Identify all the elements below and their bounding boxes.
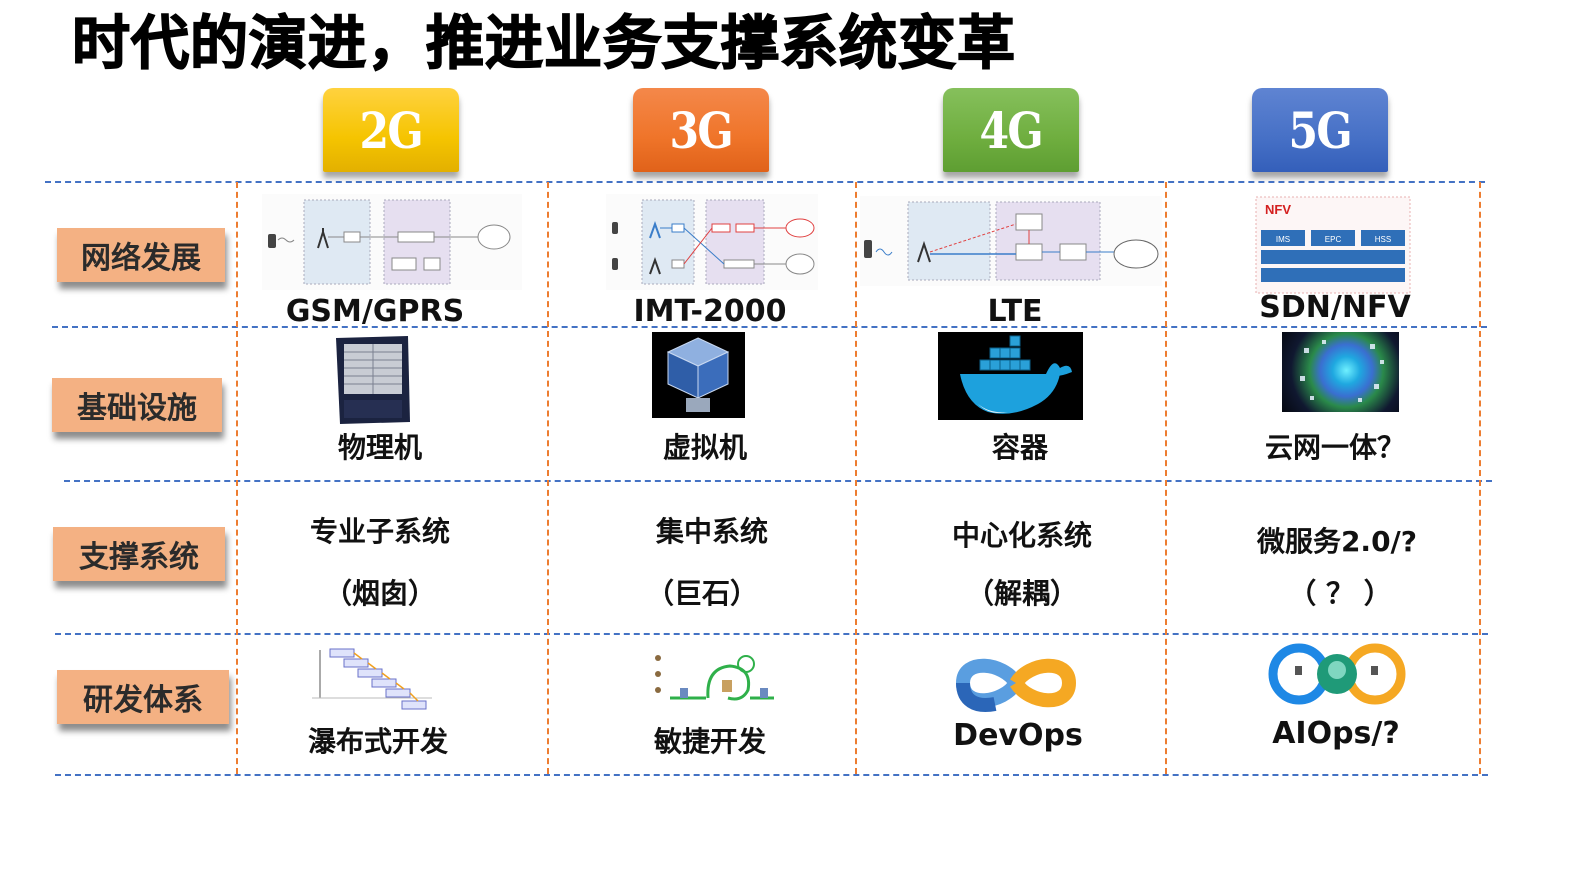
col-divider — [1165, 182, 1167, 774]
row-label-rd-system: 研发体系 — [57, 670, 229, 724]
col-divider — [1479, 182, 1481, 774]
network-cell-3g: IMT-2000 — [633, 294, 787, 329]
infra-cell-3g: 虚拟机 — [662, 431, 747, 464]
support-cell-2g-note: （烟囱） — [323, 577, 436, 610]
svg-text:NFV: NFV — [1265, 202, 1291, 217]
gen-badge-3g: 3G — [633, 88, 769, 172]
row-divider — [64, 480, 1492, 482]
waterfall-image — [312, 646, 452, 716]
svg-text:HSS: HSS — [1375, 235, 1391, 244]
row-divider — [55, 633, 1488, 635]
col-divider — [236, 182, 238, 774]
col-divider — [547, 182, 549, 774]
gen-badge-4g: 4G — [943, 88, 1079, 172]
rd-cell-2g: 瀑布式开发 — [307, 725, 448, 758]
network-cell-4g: LTE — [987, 294, 1043, 329]
rd-cell-5g: AIOps/? — [1272, 716, 1400, 751]
devops-image — [955, 650, 1077, 716]
row-label-support-system: 支撑系统 — [53, 527, 225, 581]
col-divider — [855, 182, 857, 774]
svg-text:IMS: IMS — [1276, 235, 1290, 244]
aiops-image — [1265, 640, 1409, 708]
row-divider — [45, 181, 1485, 183]
lte-diagram — [860, 196, 1162, 286]
gen-badge-label: 2G — [359, 100, 424, 160]
row-divider — [52, 326, 1487, 328]
infra-cell-4g: 容器 — [991, 431, 1048, 464]
support-cell-4g: 中心化系统 — [951, 519, 1092, 552]
svg-text:EPC: EPC — [1325, 235, 1342, 244]
agile-image — [650, 650, 782, 712]
physical-server-image — [330, 334, 414, 426]
gen-badge-label: 5G — [1288, 100, 1353, 160]
gsm-gprs-diagram — [262, 194, 522, 290]
rd-cell-3g: 敏捷开发 — [653, 725, 766, 758]
support-cell-2g: 专业子系统 — [309, 515, 450, 548]
rd-cell-4g: DevOps — [953, 718, 1083, 753]
network-cell-5g: SDN/NFV — [1259, 290, 1411, 325]
row-divider — [55, 774, 1488, 776]
support-cell-5g-note: （ ？ ） — [1288, 577, 1392, 610]
gen-badge-label: 4G — [979, 100, 1044, 160]
gen-badge-5g: 5G — [1252, 88, 1388, 172]
gen-badge-label: 3G — [669, 100, 734, 160]
cloud-network-image — [1282, 332, 1399, 412]
docker-image — [938, 332, 1083, 420]
support-cell-5g: 微服务2.0/? — [1256, 525, 1418, 558]
network-cell-2g: GSM/GPRS — [285, 294, 465, 329]
nfv-stack-diagram: NFV IMS EPC HSS — [1255, 196, 1411, 294]
page-title: 时代的演进，推进业务支撑系统变革 — [71, 8, 1017, 78]
infra-cell-5g: 云网一体？ — [1264, 431, 1405, 464]
imt2000-diagram — [606, 194, 818, 290]
row-label-network: 网络发展 — [57, 228, 225, 282]
gen-badge-2g: 2G — [323, 88, 459, 172]
support-cell-3g-note: （巨石） — [645, 577, 758, 610]
row-label-infrastructure: 基础设施 — [52, 378, 222, 432]
infra-cell-2g: 物理机 — [337, 431, 422, 464]
support-cell-3g: 集中系统 — [655, 515, 768, 548]
virtualbox-image — [652, 332, 745, 418]
support-cell-4g-note: （解耦） — [965, 577, 1078, 610]
